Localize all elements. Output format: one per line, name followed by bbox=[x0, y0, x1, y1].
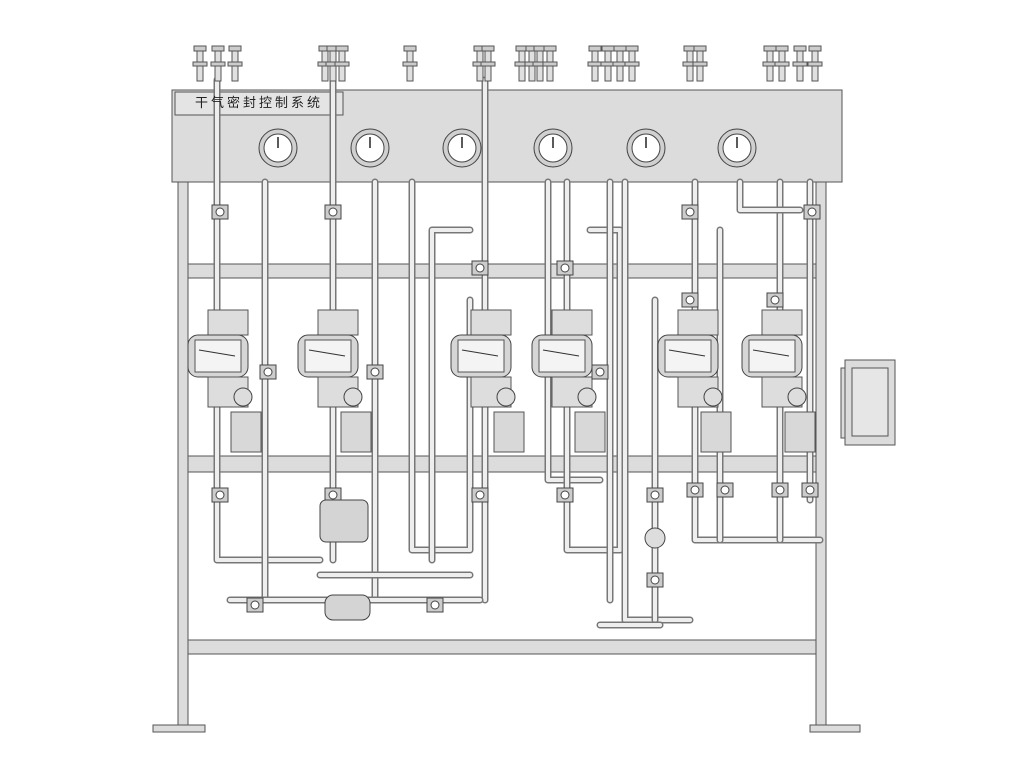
ball-valve bbox=[766, 292, 784, 308]
left-leg bbox=[177, 181, 189, 726]
ball-valve bbox=[211, 204, 229, 220]
ball-valve bbox=[324, 487, 342, 503]
rotameter-flowmeter bbox=[531, 309, 593, 408]
pressure-gauge bbox=[533, 128, 573, 168]
top-flange-connection bbox=[807, 45, 823, 82]
ball-valve bbox=[556, 260, 574, 276]
ball-valve bbox=[556, 487, 574, 503]
pressure-gauge bbox=[717, 128, 757, 168]
middle-crossbar bbox=[187, 455, 817, 473]
pipe-inner bbox=[546, 180, 602, 482]
top-flange-connection bbox=[210, 45, 226, 82]
top-flange-connection bbox=[600, 45, 616, 82]
lower-crossbar bbox=[187, 639, 817, 655]
left-base-plate bbox=[152, 724, 206, 733]
pressure-transmitter bbox=[574, 387, 606, 453]
pressure-transmitter bbox=[700, 387, 732, 453]
top-flange-connection bbox=[624, 45, 640, 82]
ball-valve bbox=[646, 487, 664, 503]
ball-valve bbox=[471, 260, 489, 276]
ball-valve bbox=[211, 487, 229, 503]
ball-valve bbox=[426, 597, 444, 613]
ball-valve bbox=[591, 364, 609, 380]
ball-valve bbox=[646, 572, 664, 588]
ball-valve bbox=[366, 364, 384, 380]
top-flange-connection bbox=[692, 45, 708, 82]
ball-valve bbox=[259, 364, 277, 380]
top-flange-connection bbox=[774, 45, 790, 82]
top-flange-connection bbox=[334, 45, 350, 82]
pressure-gauge bbox=[350, 128, 390, 168]
top-flange-connection bbox=[587, 45, 603, 82]
pressure-transmitter bbox=[230, 387, 262, 453]
pipe-inner bbox=[430, 228, 472, 562]
ball-valve bbox=[246, 597, 264, 613]
right-base-plate bbox=[809, 724, 861, 733]
top-flange-connection bbox=[542, 45, 558, 82]
pipe-inner bbox=[738, 180, 802, 212]
pressure-gauge bbox=[258, 128, 298, 168]
pipe-inner bbox=[410, 180, 472, 552]
pressure-transmitter bbox=[493, 387, 525, 453]
ball-valve bbox=[716, 482, 734, 498]
ball-valve bbox=[471, 487, 489, 503]
upper-crossbar bbox=[187, 263, 817, 279]
ball-valve bbox=[681, 204, 699, 220]
top-flange-connection bbox=[402, 45, 418, 82]
components bbox=[187, 45, 823, 621]
pressure-transmitter bbox=[784, 387, 816, 453]
pressure-gauge bbox=[442, 128, 482, 168]
panel-title: 干气密封控制系统 bbox=[194, 96, 323, 111]
top-flange-connection bbox=[480, 45, 496, 82]
right-leg bbox=[815, 181, 827, 726]
top-flange-connection bbox=[192, 45, 208, 82]
ball-valve bbox=[686, 482, 704, 498]
filter-housing bbox=[319, 499, 666, 621]
pipe-inner bbox=[623, 180, 692, 622]
top-flange-connection bbox=[227, 45, 243, 82]
pipe-inner bbox=[215, 78, 322, 562]
pipe bbox=[736, 178, 804, 214]
pipe bbox=[428, 226, 474, 564]
ball-valve bbox=[771, 482, 789, 498]
pressure-gauge bbox=[626, 128, 666, 168]
pressure-transmitter bbox=[340, 387, 372, 453]
ball-valve bbox=[801, 482, 819, 498]
rotameter-flowmeter bbox=[450, 309, 512, 408]
ball-valve bbox=[681, 292, 699, 308]
rotameter-flowmeter bbox=[741, 309, 803, 408]
top-flange-connection bbox=[792, 45, 808, 82]
ball-valve bbox=[324, 204, 342, 220]
ball-valve bbox=[803, 204, 821, 220]
